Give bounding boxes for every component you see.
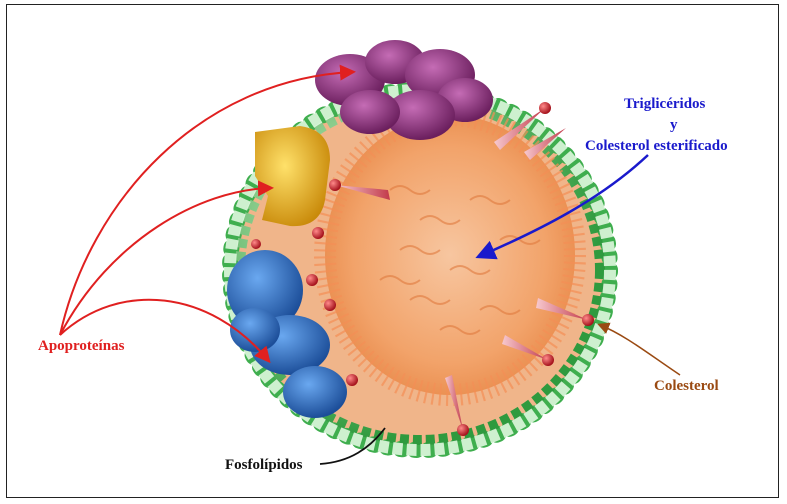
fosfolipidos-label: Fosfolípidos (225, 456, 303, 474)
colesterol-label: Colesterol (654, 377, 719, 395)
apoproteinas-label: Apoproteínas (38, 337, 124, 355)
yellow-apoprotein (255, 126, 330, 226)
colesterol-esterificado-label: Colesterol esterificado (585, 137, 728, 155)
colesterol-arrow (600, 325, 680, 375)
conjunction-label: y (670, 116, 678, 134)
trigliceridos-label: Triglicéridos (624, 95, 705, 113)
lipid-core (325, 115, 575, 395)
